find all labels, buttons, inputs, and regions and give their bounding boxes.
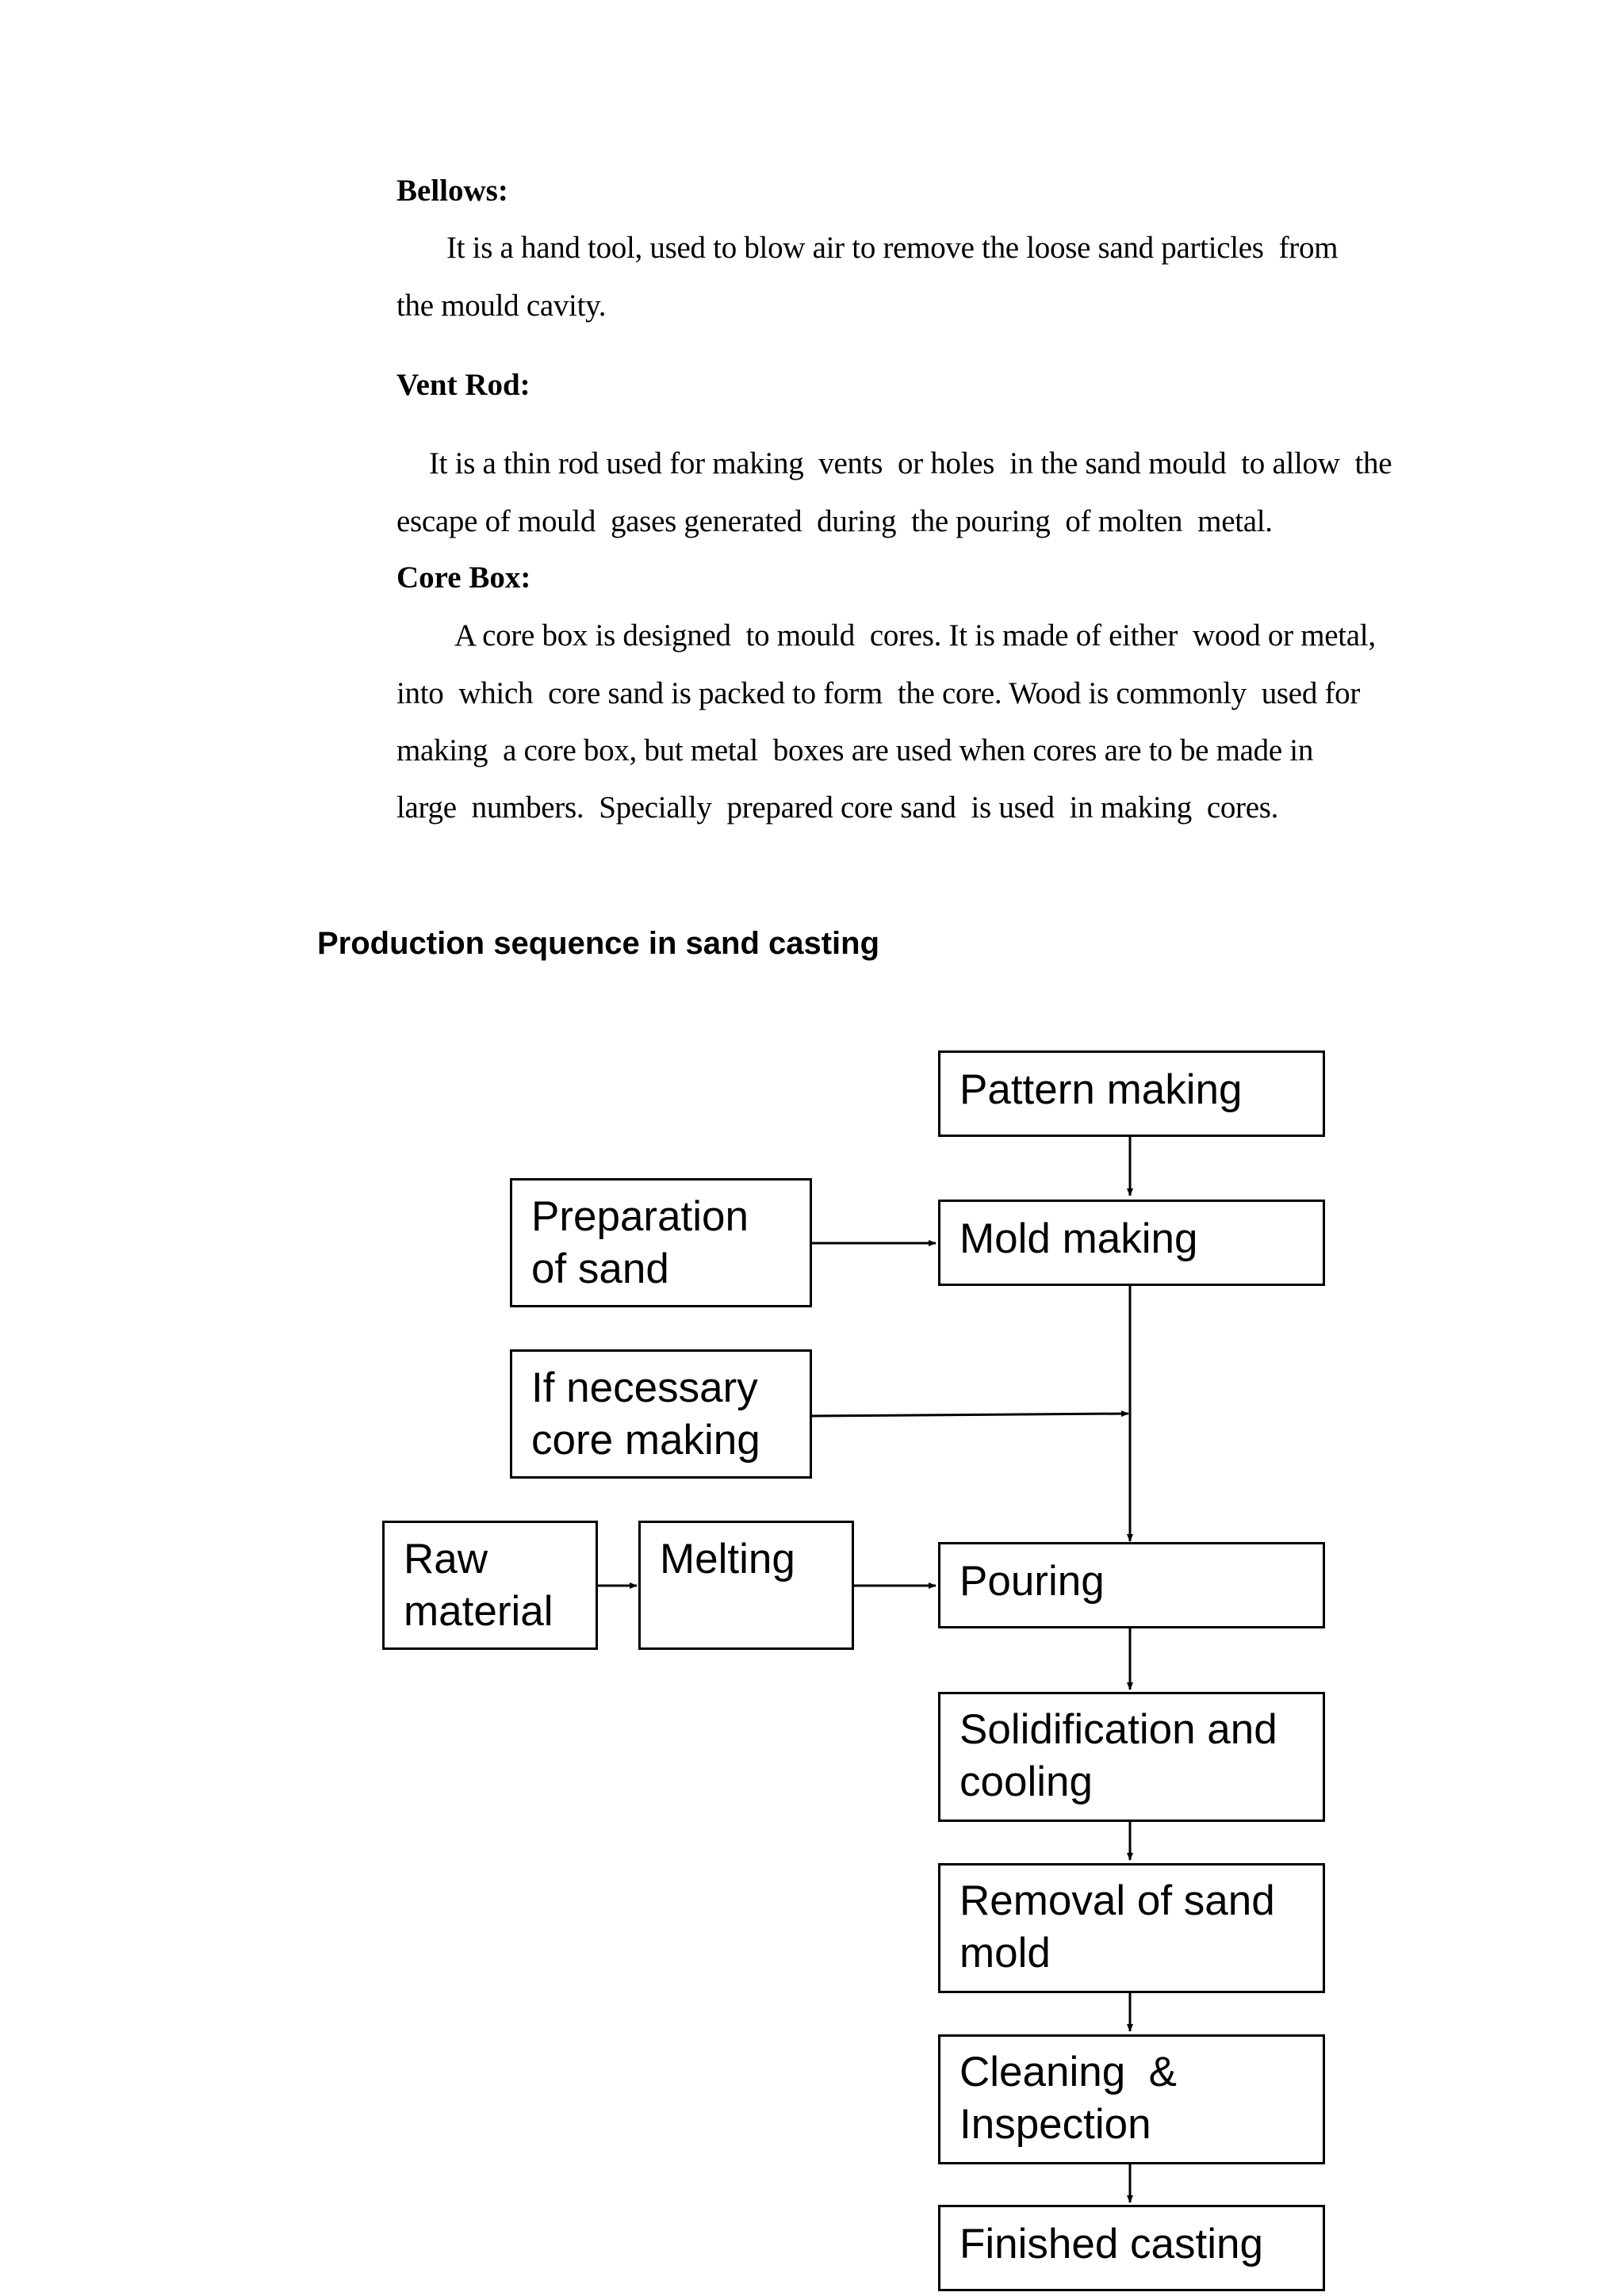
paragraph-line: escape of mould gases generated during t…	[396, 504, 1273, 538]
box-label: Solidification and	[959, 1706, 1277, 1753]
box-label: Preparation	[531, 1193, 749, 1240]
heading-bellows: Bellows:	[396, 174, 508, 208]
box-label: core making	[531, 1417, 760, 1464]
paragraph-line: large numbers. Specially prepared core s…	[396, 790, 1279, 825]
box-pouring: Pouring	[938, 1542, 1325, 1628]
box-pattern-making: Pattern making	[938, 1050, 1325, 1137]
paragraph-line: into which core sand is packed to form t…	[396, 676, 1361, 710]
box-core-making: If necessary core making	[510, 1349, 812, 1479]
box-melting: Melting	[638, 1521, 854, 1650]
box-label: of sand	[531, 1246, 669, 1292]
heading-core-box: Core Box:	[396, 561, 531, 595]
box-finished-casting: Finished casting	[938, 2205, 1325, 2291]
box-raw-material: Raw material	[382, 1521, 598, 1650]
heading-vent-rod: Vent Rod:	[396, 368, 530, 402]
paragraph-line: the mould cavity.	[396, 289, 607, 323]
box-cleaning-inspection: Cleaning & Inspection	[938, 2034, 1325, 2164]
box-label: cooling	[959, 1758, 1093, 1805]
box-label: Finished casting	[959, 2221, 1263, 2267]
box-label: Raw	[404, 1536, 488, 1582]
box-label: Melting	[660, 1536, 795, 1582]
box-solidification-cooling: Solidification and cooling	[938, 1692, 1325, 1822]
box-mold-making: Mold making	[938, 1200, 1325, 1286]
box-label: Mold making	[959, 1215, 1198, 1262]
box-label: Cleaning &	[959, 2049, 1178, 2095]
box-label: Inspection	[959, 2101, 1151, 2148]
box-label: If necessary	[531, 1364, 758, 1411]
box-label: Pouring	[959, 1558, 1105, 1605]
box-preparation-of-sand: Preparation of sand	[510, 1178, 812, 1307]
paragraph-line: making a core box, but metal boxes are u…	[396, 733, 1314, 767]
arrow-core-to-line	[810, 1410, 1129, 1418]
paragraph-line: A core box is designed to mould cores. I…	[454, 618, 1376, 652]
paragraph-line: It is a hand tool, used to blow air to r…	[446, 231, 1339, 265]
box-label: material	[404, 1588, 553, 1635]
box-label: Removal of sand	[959, 1877, 1275, 1924]
diagram-title: Production sequence in sand casting	[317, 926, 880, 961]
box-removal-of-sand-mold: Removal of sand mold	[938, 1863, 1325, 1993]
box-label: mold	[959, 1930, 1051, 1976]
box-label: Pattern making	[959, 1066, 1243, 1113]
paragraph-line: It is a thin rod used for making vents o…	[429, 446, 1392, 480]
